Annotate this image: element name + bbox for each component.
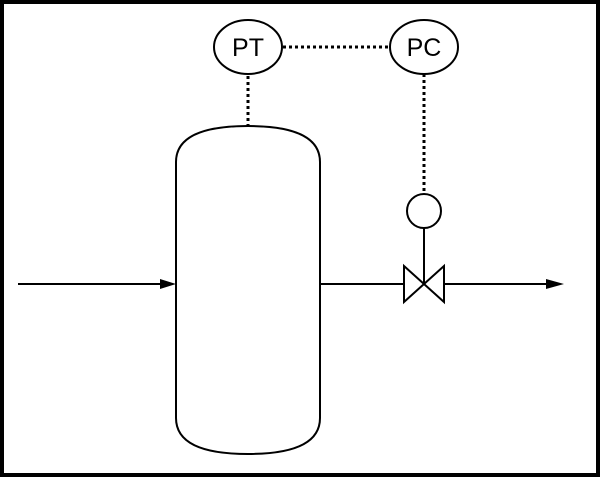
pressure-controller-bubble [389, 19, 459, 75]
outlet-arrow [546, 279, 564, 289]
pressure-transmitter-bubble [213, 19, 283, 75]
inlet-arrow [160, 279, 176, 289]
vessel [175, 124, 321, 456]
pressure-transmitter-label: PT [232, 34, 264, 62]
pressure-controller-label: PC [407, 34, 442, 62]
control-valve-body-left [403, 263, 426, 305]
valve-actuator [406, 193, 442, 229]
